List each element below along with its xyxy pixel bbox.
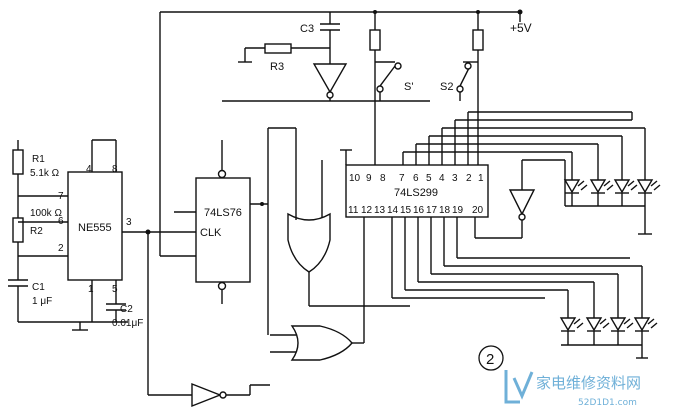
ne555-pin-8: 8 [112, 164, 118, 175]
upper-bus [402, 111, 646, 180]
sr-bottom-pin: 11 [348, 205, 359, 216]
sr-top-pin: 5 [426, 173, 432, 184]
sr-bottom-pin: 20 [472, 205, 484, 216]
switch-s2: S2 [440, 61, 478, 101]
sr-bottom-pin: 17 [426, 205, 438, 216]
c3-capacitor: C3 [300, 12, 340, 48]
ne555-pin-2: 2 [58, 243, 64, 254]
c1-value: 1 μF [32, 296, 52, 307]
led [636, 179, 661, 234]
right-inverter [474, 160, 536, 239]
figure-number: 2 [478, 345, 504, 371]
sr-top-pin: 2 [466, 173, 472, 184]
switch-s1: S' [375, 61, 413, 101]
watermark-url: 52D1D1.com [578, 398, 637, 408]
sr-bottom-pin: 15 [400, 205, 412, 216]
or-gate-vertical [287, 128, 410, 307]
ne555-label: NE555 [78, 222, 112, 234]
flipflop-74ls76: 74LS76 CLK [174, 140, 268, 304]
led [613, 179, 638, 206]
s1-label: S' [404, 81, 413, 93]
sr-bottom-pin: 16 [413, 205, 425, 216]
upper-inverter [312, 48, 348, 101]
c1-capacitor: C1 1 μF [8, 256, 128, 323]
sr-top-pin: 6 [413, 173, 419, 184]
led [559, 317, 584, 345]
r2-value: 100k Ω [30, 208, 62, 219]
supply-rail: +5V [159, 9, 532, 230]
ne555-pin-3: 3 [126, 217, 132, 228]
ne555-pin-5: 5 [112, 284, 118, 295]
c2-name: C2 [120, 304, 133, 315]
watermark: 家电维修资料网 52D1D1.com [504, 370, 641, 408]
c1-name: C1 [32, 282, 45, 293]
r1-name: R1 [32, 154, 45, 165]
figure-number-text: 2 [486, 351, 494, 368]
r2-name: R2 [30, 226, 43, 237]
or-gate-horizontal [270, 216, 365, 361]
sr-bottom-pin: 13 [374, 205, 386, 216]
led [563, 179, 588, 206]
sr-top-pin: 3 [452, 173, 458, 184]
r3-resistor: R3 [238, 43, 330, 73]
pullup-left [369, 10, 381, 165]
sr-bottom-pin: 18 [439, 205, 451, 216]
r3-label: R3 [270, 61, 284, 73]
led [589, 179, 614, 206]
lower-led-bank [559, 317, 658, 359]
sr-top-pin: 7 [399, 173, 405, 184]
sr-bottom-pin: 12 [361, 205, 373, 216]
led [585, 317, 610, 345]
ne555-pin-7: 7 [58, 191, 64, 202]
sr-top-pin: 4 [439, 173, 445, 184]
watermark-text: 家电维修资料网 [536, 374, 641, 392]
ground-ne555 [72, 322, 88, 331]
r1-value: 5.1k Ω [30, 168, 60, 179]
sr-label: 74LS299 [394, 187, 438, 199]
lower-inverter [191, 382, 270, 408]
c2-capacitor: C2 0.01μF [106, 300, 143, 329]
upper-led-bank [522, 159, 661, 235]
sr-top-pin: 9 [366, 173, 372, 184]
s2-label: S2 [440, 81, 453, 93]
ne555-pin-6: 6 [58, 216, 64, 227]
lower-bus [391, 217, 643, 318]
r1-resistor: R1 5.1k Ω [12, 140, 68, 197]
ff-clk-label: CLK [200, 227, 222, 239]
pullup-right [472, 10, 484, 165]
sr-top-pin: 8 [380, 173, 386, 184]
c3-label: C3 [300, 23, 314, 35]
supply-label: +5V [510, 21, 532, 35]
sr-bottom-pin: 19 [452, 205, 464, 216]
sr-top-pin: 1 [478, 173, 484, 184]
sr-top-pin: 10 [349, 173, 361, 184]
ne555-chip: NE555 7 6 2 4 8 3 1 5 [58, 139, 148, 322]
c2-value: 0.01μF [112, 318, 143, 329]
r2-resistor: 100k Ω R2 [12, 196, 68, 257]
led [609, 317, 634, 345]
led [633, 317, 658, 358]
ne555-pin-4: 4 [86, 164, 92, 175]
ff-label: 74LS76 [204, 207, 242, 219]
shift-register-74ls299: 74LS299 10 9 8 7 6 5 4 3 2 1 11 12 13 14… [340, 149, 489, 218]
ne555-pin-1: 1 [88, 284, 94, 295]
sr-bottom-pin: 14 [387, 205, 399, 216]
watermark-logo [504, 370, 534, 404]
